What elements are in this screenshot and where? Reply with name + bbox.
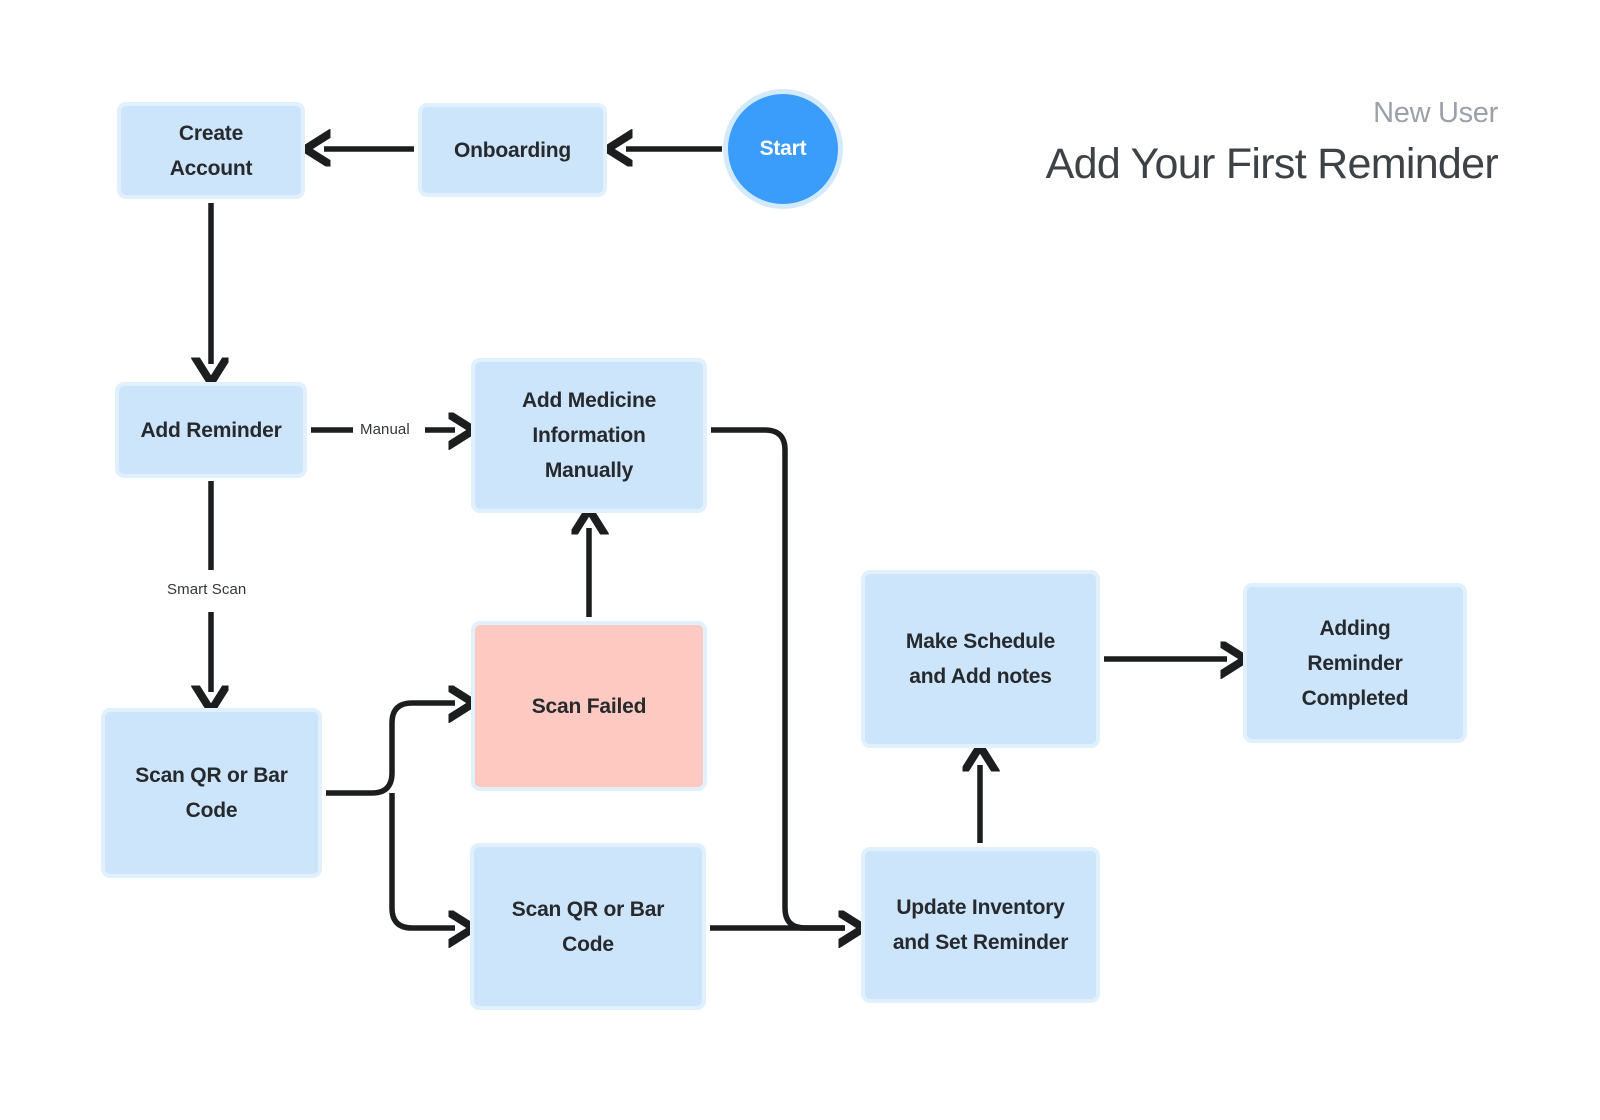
- node-scan-failed[interactable]: Scan Failed: [471, 621, 707, 791]
- node-onboarding-label: Onboarding: [454, 138, 571, 162]
- node-add-reminder[interactable]: Add Reminder: [115, 382, 307, 478]
- page-title: Add Your First Reminder: [1045, 140, 1499, 188]
- node-start-label: Start: [759, 137, 807, 160]
- node-scan-qr-retry-label: Scan QR or Bar Code: [511, 897, 665, 956]
- node-start[interactable]: Start: [723, 89, 843, 209]
- node-update-inventory-label: Update Inventory and Set Reminder: [892, 896, 1069, 954]
- edge-scanleft-branch-down: [389, 793, 455, 928]
- node-update-inventory-and-set-reminder[interactable]: Update Inventory and Set Reminder: [861, 847, 1100, 1003]
- node-scan-qr-primary-label: Scan QR or Bar Code: [135, 764, 288, 822]
- node-scan-failed-label: Scan Failed: [531, 694, 647, 718]
- edge-label-smart-scan: Smart Scan: [162, 581, 252, 598]
- node-create-account-label: Create Account: [169, 121, 253, 180]
- node-create-account[interactable]: Create Account: [117, 102, 305, 199]
- edge-label-manual: Manual: [355, 421, 415, 438]
- node-scan-qr-or-bar-code-retry[interactable]: Scan QR or Bar Code: [470, 843, 706, 1010]
- node-add-medicine-information-manually[interactable]: Add Medicine Information Manually: [471, 358, 707, 513]
- node-make-schedule-and-add-notes[interactable]: Make Schedule and Add notes: [861, 570, 1100, 748]
- header-kicker: New User: [1373, 97, 1498, 129]
- node-add-reminder-label: Add Reminder: [140, 418, 282, 442]
- node-scan-qr-or-bar-code-primary[interactable]: Scan QR or Bar Code: [101, 708, 322, 878]
- edge-addmedicine-updateinv: [711, 427, 845, 928]
- node-add-medicine-label: Add Medicine Information Manually: [521, 389, 657, 482]
- node-onboarding[interactable]: Onboarding: [418, 103, 607, 197]
- node-make-schedule-label: Make Schedule and Add notes: [905, 630, 1056, 688]
- edge-scanleft-branch-up: [326, 703, 455, 796]
- node-adding-reminder-completed-label: Adding Reminder Completed: [1301, 616, 1409, 710]
- header-block: New User Add Your First Reminder: [1045, 94, 1499, 192]
- node-adding-reminder-completed[interactable]: Adding Reminder Completed: [1243, 583, 1467, 743]
